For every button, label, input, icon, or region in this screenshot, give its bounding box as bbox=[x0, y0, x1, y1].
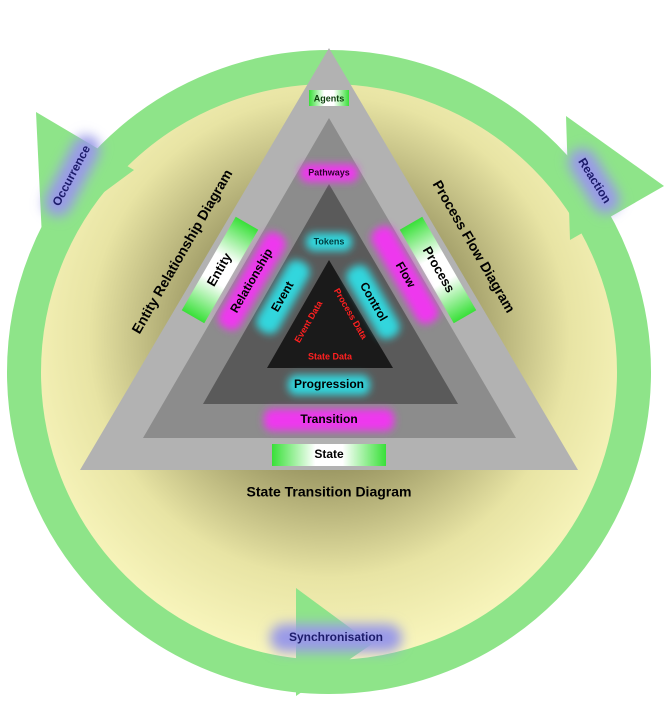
occurrence-glow bbox=[43, 135, 101, 217]
progression-glow bbox=[288, 375, 370, 395]
synchronisation-label: Synchronisation bbox=[289, 630, 383, 644]
reaction-glow bbox=[568, 148, 620, 214]
transition-glow bbox=[264, 409, 394, 431]
event-glow bbox=[256, 260, 310, 334]
progression-label: Progression bbox=[294, 377, 364, 391]
state-label: State bbox=[314, 447, 344, 461]
pathways-glow bbox=[300, 164, 358, 182]
pathways-label: Pathways bbox=[308, 167, 350, 177]
agents-label: Agents bbox=[314, 93, 345, 103]
flow-glow bbox=[371, 225, 439, 325]
synchronisation-glow bbox=[270, 624, 402, 652]
std-label: State Transition Diagram bbox=[247, 484, 412, 500]
agents-badge: Agents bbox=[309, 90, 349, 106]
control-glow bbox=[346, 265, 400, 339]
state-bar: State bbox=[272, 444, 386, 466]
core-triangle bbox=[267, 260, 393, 368]
tokens-glow bbox=[306, 233, 352, 251]
cycle-arrow-right bbox=[566, 116, 664, 240]
tokens-label: Tokens bbox=[314, 236, 345, 246]
transition-label: Transition bbox=[300, 412, 357, 426]
relationship-glow bbox=[218, 231, 286, 331]
state-data-label: State Data bbox=[308, 351, 353, 361]
